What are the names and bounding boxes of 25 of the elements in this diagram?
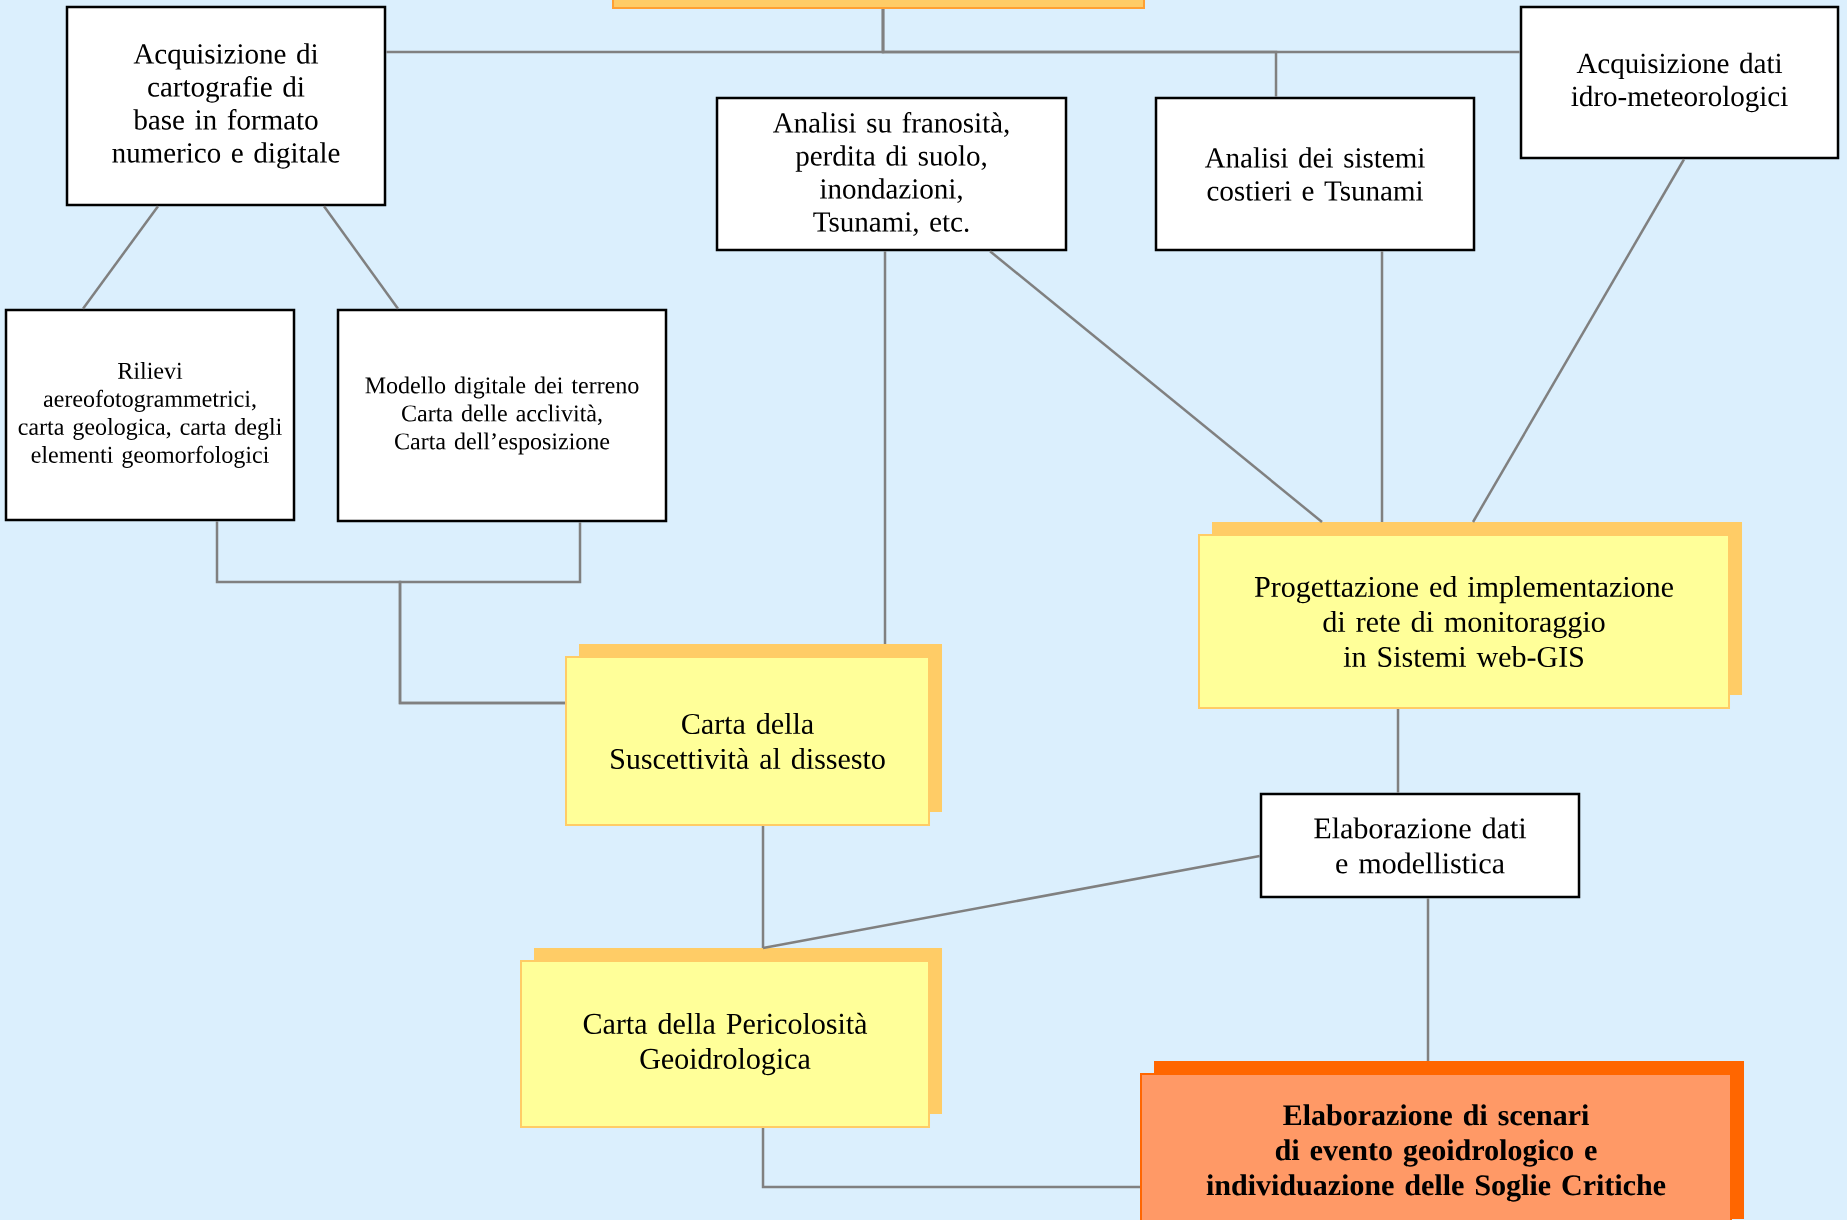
connector-line <box>82 205 159 310</box>
connector-line <box>1471 158 1686 523</box>
process-box: Modello digitale dei terreno Carta delle acclività, Carta dell’esposizione <box>336 308 668 523</box>
connector-line <box>883 251 887 644</box>
connector-line <box>761 1128 1140 1189</box>
connector-line <box>881 9 1520 54</box>
connector-line <box>398 522 582 705</box>
highlight-box: Carta della Pericolosità Geoidrologica <box>520 948 942 1128</box>
highlight-box: Progettazione ed implementazione di rete di monitoraggio in Sistemi web-GIS <box>1198 522 1742 709</box>
connector-line <box>323 205 400 310</box>
process-box: Acquisizione di cartografie di base in formato numerico e digitale <box>65 5 387 207</box>
process-box <box>612 0 1145 9</box>
process-box: Elaborazione dati e modellistica <box>1259 792 1581 899</box>
connector-line <box>1380 251 1384 522</box>
process-box: Analisi dei sistemi costieri e Tsunami <box>1154 96 1476 252</box>
connector-line <box>762 854 1260 950</box>
connector-line <box>761 826 765 948</box>
result-box: Elaborazione di scenari di evento geoidrologico e individuazione delle Soglie Critiche <box>1140 1061 1744 1220</box>
process-box: Rilievi aereofotogrammetrici, carta geologica, carta degli elementi geomorfologici <box>4 308 296 522</box>
connector-line <box>1426 898 1430 1061</box>
connector-line <box>1396 709 1400 793</box>
process-box: Acquisizione dati idro-meteorologici <box>1519 5 1840 160</box>
connector-line <box>989 250 1323 523</box>
highlight-box: Carta della Suscettività al dissesto <box>565 644 942 826</box>
process-box: Analisi su franosità, perdita di suolo, inondazioni, Tsunami, etc. <box>715 96 1068 252</box>
